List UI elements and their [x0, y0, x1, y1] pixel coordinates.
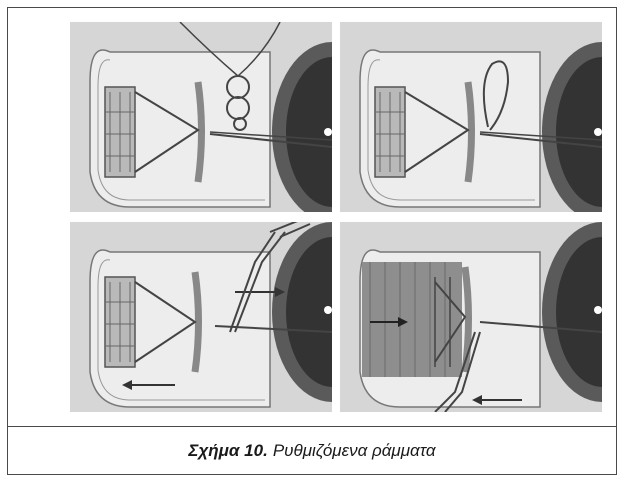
caption-label: Σχήμα 10. [188, 441, 267, 461]
panel-top-right [340, 22, 602, 212]
eye-suture-drawing-4 [340, 222, 602, 412]
eye-suture-drawing-3 [70, 222, 332, 412]
panel-bottom-right [340, 222, 602, 412]
figure-illustration [8, 8, 616, 426]
panel-bottom-left [70, 222, 332, 412]
eye-suture-drawing-1 [70, 22, 332, 212]
figure-frame: Σχήμα 10. Ρυθμιζόμενα ράμματα [7, 7, 617, 475]
figure-caption: Σχήμα 10. Ρυθμιζόμενα ράμματα [8, 427, 616, 474]
panel-top-left [70, 22, 332, 212]
caption-text: Ρυθμιζόμενα ράμματα [273, 441, 436, 461]
eye-suture-drawing-2 [340, 22, 602, 212]
